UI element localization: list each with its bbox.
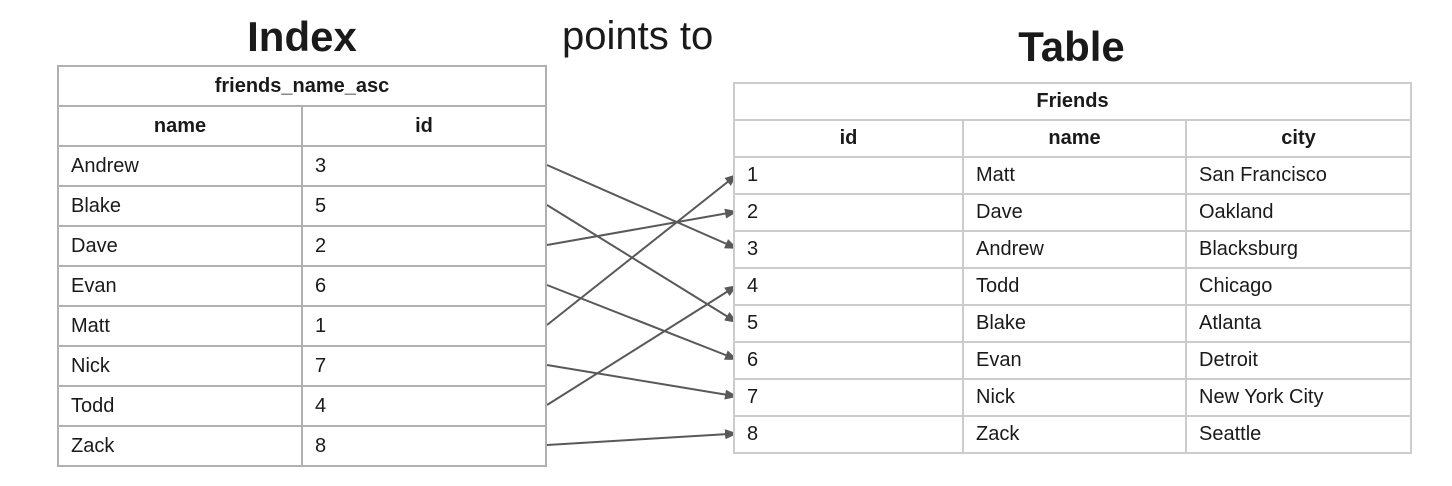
index-cell-id: 5 <box>301 185 547 227</box>
index-cell-name: Andrew <box>57 145 303 187</box>
table-row: 2 Dave Oakland <box>733 193 1412 232</box>
friends-col-header-city: city <box>1185 119 1412 158</box>
friends-cell-city: San Francisco <box>1185 156 1412 195</box>
index-col-header-id: id <box>301 105 547 147</box>
friends-cell-id: 6 <box>733 341 964 380</box>
index-title: Index <box>247 13 357 60</box>
index-cell-id: 7 <box>301 345 547 387</box>
friends-cell-id: 2 <box>733 193 964 232</box>
table-row: 5 Blake Atlanta <box>733 304 1412 343</box>
index-cell-id: 1 <box>301 305 547 347</box>
index-table-title-row: friends_name_asc <box>57 65 547 107</box>
table-row: 7 Nick New York City <box>733 378 1412 417</box>
table-row: Zack 8 <box>57 425 547 467</box>
index-cell-name: Blake <box>57 185 303 227</box>
index-cell-name: Nick <box>57 345 303 387</box>
friends-table-title-row: Friends <box>733 82 1412 121</box>
friends-col-header-name: name <box>962 119 1187 158</box>
index-cell-name: Zack <box>57 425 303 467</box>
index-cell-name: Todd <box>57 385 303 427</box>
friends-cell-name: Matt <box>962 156 1187 195</box>
index-cell-name: Matt <box>57 305 303 347</box>
index-cell-id: 8 <box>301 425 547 467</box>
table-row: Dave 2 <box>57 225 547 267</box>
index-cell-name: Dave <box>57 225 303 267</box>
friends-cell-name: Dave <box>962 193 1187 232</box>
table-row: Matt 1 <box>57 305 547 347</box>
pointer-arrow <box>546 204 738 324</box>
friends-cell-city: Atlanta <box>1185 304 1412 343</box>
friends-cell-name: Todd <box>962 267 1187 306</box>
friends-cell-id: 8 <box>733 415 964 454</box>
pointer-arrow <box>546 364 738 400</box>
index-table-header-row: name id <box>57 105 547 147</box>
friends-col-header-id: id <box>733 119 964 158</box>
pointer-arrow <box>546 284 738 406</box>
table-row: 3 Andrew Blacksburg <box>733 230 1412 269</box>
friends-cell-id: 1 <box>733 156 964 195</box>
friends-cell-id: 3 <box>733 230 964 269</box>
index-table: friends_name_asc name id Andrew 3 Blake … <box>57 65 547 467</box>
index-cell-id: 2 <box>301 225 547 267</box>
index-cell-id: 6 <box>301 265 547 307</box>
friends-cell-id: 7 <box>733 378 964 417</box>
table-row: Evan 6 <box>57 265 547 307</box>
friends-cell-name: Andrew <box>962 230 1187 269</box>
table-row: Andrew 3 <box>57 145 547 187</box>
friends-cell-name: Nick <box>962 378 1187 417</box>
table-row: Blake 5 <box>57 185 547 227</box>
index-col-header-name: name <box>57 105 303 147</box>
table-row: Todd 4 <box>57 385 547 427</box>
table-row: 4 Todd Chicago <box>733 267 1412 306</box>
friends-cell-name: Blake <box>962 304 1187 343</box>
friends-cell-city: New York City <box>1185 378 1412 417</box>
friends-cell-name: Zack <box>962 415 1187 454</box>
pointer-arrow <box>546 164 738 250</box>
table-row: 1 Matt San Francisco <box>733 156 1412 195</box>
table-title: Table <box>1018 23 1125 70</box>
pointer-arrow <box>546 284 738 361</box>
friends-cell-city: Blacksburg <box>1185 230 1412 269</box>
friends-cell-id: 5 <box>733 304 964 343</box>
friends-cell-city: Chicago <box>1185 267 1412 306</box>
pointer-arrow <box>546 208 738 246</box>
friends-table: Friends id name city 1 Matt San Francisc… <box>733 82 1412 454</box>
friends-cell-city: Seattle <box>1185 415 1412 454</box>
index-cell-id: 4 <box>301 385 547 427</box>
friends-table-name: Friends <box>733 82 1412 121</box>
index-cell-id: 3 <box>301 145 547 187</box>
friends-cell-id: 4 <box>733 267 964 306</box>
pointer-arrow <box>546 429 738 446</box>
points-to-label: points to <box>562 14 714 58</box>
pointer-arrow <box>546 173 738 326</box>
friends-cell-name: Evan <box>962 341 1187 380</box>
table-row: 6 Evan Detroit <box>733 341 1412 380</box>
friends-cell-city: Oakland <box>1185 193 1412 232</box>
index-table-name: friends_name_asc <box>57 65 547 107</box>
table-row: Nick 7 <box>57 345 547 387</box>
index-cell-name: Evan <box>57 265 303 307</box>
table-row: 8 Zack Seattle <box>733 415 1412 454</box>
friends-table-header-row: id name city <box>733 119 1412 158</box>
friends-cell-city: Detroit <box>1185 341 1412 380</box>
